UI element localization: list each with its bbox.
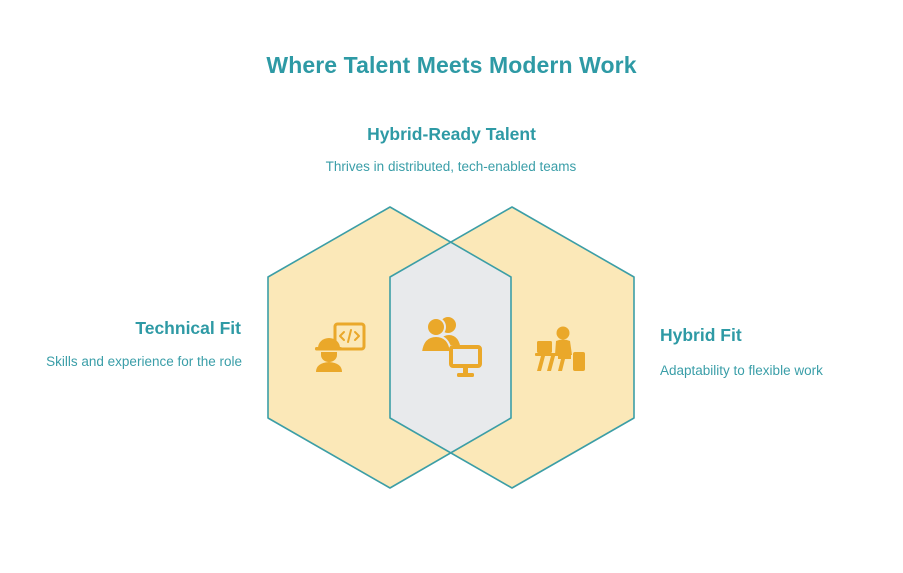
hybrid-fit-heading: Hybrid Fit — [660, 325, 742, 345]
technical-fit-hexagon-outline — [267, 206, 512, 489]
hybrid-ready-talent-heading: Hybrid-Ready Talent — [367, 124, 536, 144]
person-with-monitor-icon — [419, 317, 482, 377]
page-title: Where Talent Meets Modern Work — [266, 52, 637, 78]
hybrid-fit-description: Adaptability to flexible work — [660, 363, 823, 378]
hybrid-ready-talent-description: Thrives in distributed, tech-enabled tea… — [325, 159, 577, 174]
person-at-laptop-icon — [535, 326, 585, 371]
engineer-with-code-icon — [315, 322, 366, 372]
hybrid-fit-hexagon-outline — [389, 206, 635, 489]
technical-fit-heading: Technical Fit — [135, 318, 241, 338]
technical-fit-description: Skills and experience for the role — [46, 354, 242, 369]
